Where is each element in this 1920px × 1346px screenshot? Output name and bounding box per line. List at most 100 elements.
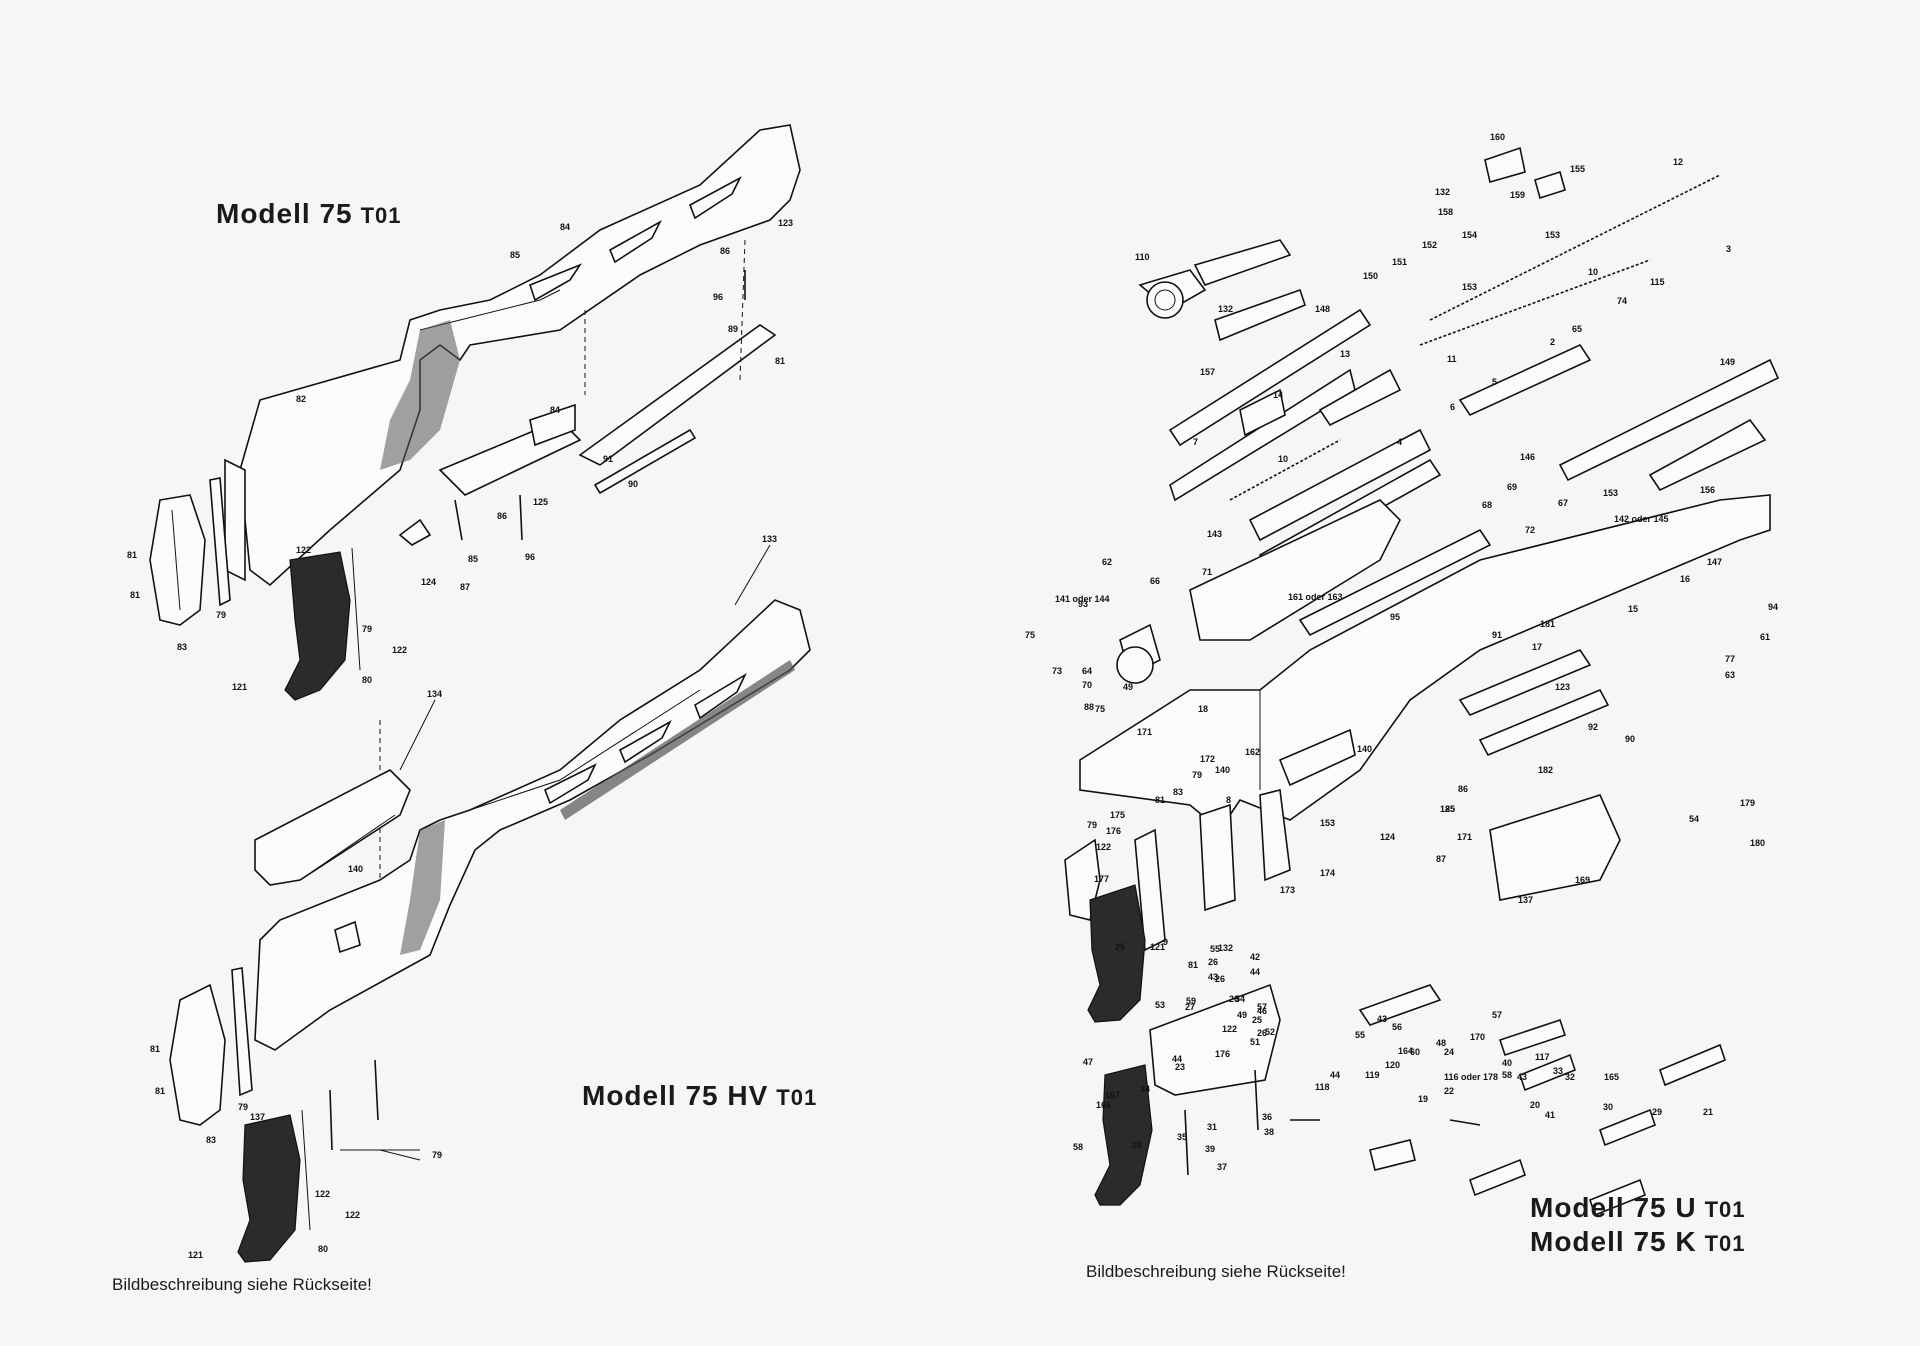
svg-text:54: 54 (1689, 814, 1699, 824)
svg-text:39: 39 (1205, 1144, 1215, 1154)
svg-text:51: 51 (1250, 1037, 1260, 1047)
svg-text:143: 143 (1207, 529, 1222, 539)
svg-text:89: 89 (728, 324, 738, 334)
svg-text:149: 149 (1720, 357, 1735, 367)
svg-text:26: 26 (1229, 994, 1239, 1004)
svg-text:64: 64 (1082, 666, 1092, 676)
svg-text:142 oder 145: 142 oder 145 (1614, 514, 1669, 524)
svg-text:125: 125 (533, 497, 548, 507)
svg-text:182: 182 (1538, 765, 1553, 775)
svg-text:56: 56 (1392, 1022, 1402, 1032)
svg-text:146: 146 (1520, 452, 1535, 462)
svg-text:166: 166 (1096, 1100, 1111, 1110)
svg-text:15: 15 (1628, 604, 1638, 614)
svg-text:80: 80 (362, 675, 372, 685)
svg-text:2: 2 (1550, 337, 1555, 347)
svg-text:164: 164 (1398, 1046, 1413, 1056)
stock-top (224, 124, 801, 587)
svg-text:79: 79 (238, 1102, 248, 1112)
svg-text:66: 66 (1150, 576, 1160, 586)
svg-text:124: 124 (1380, 832, 1395, 842)
svg-text:159: 159 (1510, 190, 1525, 200)
svg-text:3: 3 (1726, 244, 1731, 254)
svg-text:161 oder 163: 161 oder 163 (1288, 592, 1343, 602)
svg-text:124: 124 (421, 577, 436, 587)
svg-text:153: 153 (1320, 818, 1335, 828)
svg-text:9: 9 (1163, 937, 1168, 947)
svg-text:154: 154 (1462, 230, 1477, 240)
svg-text:90: 90 (628, 479, 638, 489)
svg-text:11: 11 (1447, 354, 1457, 364)
svg-text:42: 42 (1250, 952, 1260, 962)
cheekpiece-bottom (254, 769, 411, 886)
svg-text:10: 10 (1588, 267, 1598, 277)
modell-75-u-k-exploded-drawing: 160 155 132 159 158 153 12 154 110 152 1… (1025, 132, 1780, 1217)
svg-text:73: 73 (1052, 666, 1062, 676)
svg-text:68: 68 (1482, 500, 1492, 510)
svg-text:34: 34 (1140, 1084, 1150, 1094)
svg-text:172: 172 (1200, 754, 1215, 764)
svg-text:36: 36 (1262, 1112, 1272, 1122)
svg-text:49: 49 (1123, 682, 1133, 692)
svg-text:55: 55 (1355, 1030, 1365, 1040)
svg-text:132: 132 (1435, 187, 1450, 197)
svg-text:33: 33 (1553, 1066, 1563, 1076)
svg-text:120: 120 (1385, 1060, 1400, 1070)
footnote-left: Bildbeschreibung siehe Rückseite! (112, 1275, 372, 1294)
svg-text:87: 87 (460, 582, 470, 592)
svg-text:7: 7 (1193, 437, 1198, 447)
svg-text:86: 86 (720, 246, 730, 256)
svg-text:61: 61 (1760, 632, 1770, 642)
svg-text:28: 28 (1132, 1140, 1142, 1150)
svg-text:132: 132 (1218, 304, 1233, 314)
svg-text:176: 176 (1106, 826, 1121, 836)
svg-text:153: 153 (1462, 282, 1477, 292)
svg-text:169: 169 (1575, 875, 1590, 885)
svg-text:57: 57 (1492, 1010, 1502, 1020)
svg-text:81: 81 (130, 590, 140, 600)
svg-text:32: 32 (1565, 1072, 1575, 1082)
svg-text:158: 158 (1438, 207, 1453, 217)
svg-text:86: 86 (497, 511, 507, 521)
svg-text:121: 121 (232, 682, 247, 692)
svg-text:121: 121 (188, 1250, 203, 1260)
svg-text:121: 121 (1150, 942, 1165, 952)
svg-text:21: 21 (1703, 1107, 1713, 1117)
svg-text:85: 85 (510, 250, 520, 260)
svg-text:118: 118 (1315, 1082, 1330, 1092)
svg-text:85: 85 (468, 554, 478, 564)
footnote-right: Bildbeschreibung siehe Rückseite! (1086, 1262, 1346, 1281)
svg-text:58: 58 (1502, 1070, 1512, 1080)
svg-text:46: 46 (1257, 1006, 1267, 1016)
svg-text:26: 26 (1208, 957, 1218, 967)
svg-text:177: 177 (1094, 874, 1109, 884)
svg-text:122: 122 (1222, 1024, 1237, 1034)
svg-text:20: 20 (1530, 1100, 1540, 1110)
svg-text:53: 53 (1155, 1000, 1165, 1010)
svg-text:17: 17 (1532, 642, 1542, 652)
svg-text:122: 122 (296, 545, 311, 555)
svg-text:83: 83 (177, 642, 187, 652)
svg-text:174: 174 (1320, 868, 1335, 878)
svg-text:180: 180 (1750, 838, 1765, 848)
svg-text:134: 134 (427, 689, 442, 699)
svg-text:6: 6 (1450, 402, 1455, 412)
trigger-group (1290, 984, 1726, 1217)
svg-text:122: 122 (345, 1210, 360, 1220)
svg-text:69: 69 (1507, 482, 1517, 492)
svg-text:74: 74 (1617, 296, 1627, 306)
rear-sight (1138, 146, 1566, 342)
svg-text:132: 132 (1218, 943, 1233, 953)
svg-text:86: 86 (1458, 784, 1468, 794)
svg-text:170: 170 (1470, 1032, 1485, 1042)
svg-text:171: 171 (1137, 727, 1152, 737)
svg-text:156: 156 (1700, 485, 1715, 495)
svg-text:171: 171 (1457, 832, 1472, 842)
svg-text:71: 71 (1202, 567, 1212, 577)
svg-text:70: 70 (1082, 680, 1092, 690)
svg-text:147: 147 (1707, 557, 1722, 567)
svg-text:122: 122 (1096, 842, 1111, 852)
svg-text:55: 55 (1210, 944, 1220, 954)
